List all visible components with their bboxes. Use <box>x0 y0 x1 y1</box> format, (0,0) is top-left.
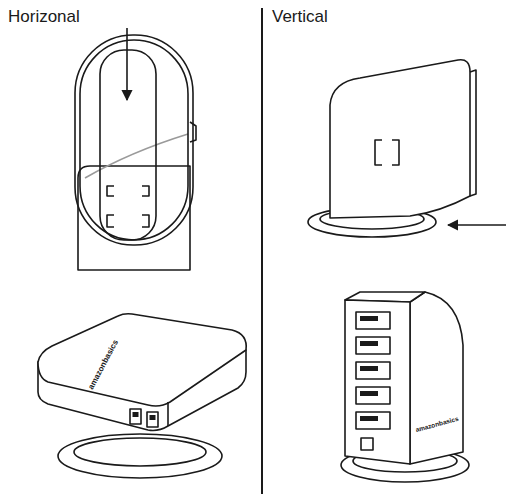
charger-vertical <box>341 292 469 482</box>
horizontal-stand <box>75 28 196 270</box>
column-heading: Vertical <box>272 8 328 27</box>
vertical-stand <box>308 60 506 237</box>
divider-line <box>261 8 263 494</box>
charger-horizontal <box>38 314 246 478</box>
direction-arrow <box>448 224 506 226</box>
column-heading: Horizonal <box>8 8 80 27</box>
direction-arrow <box>126 28 128 100</box>
